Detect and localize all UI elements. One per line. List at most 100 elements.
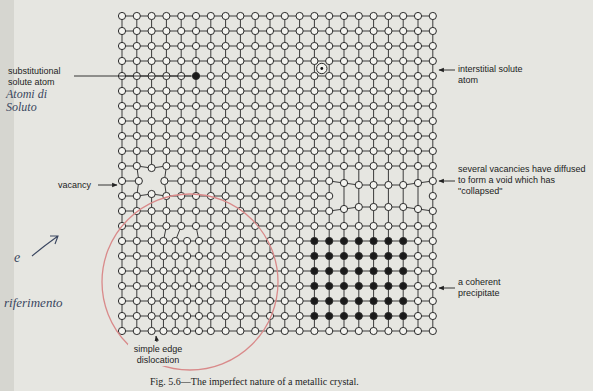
atom xyxy=(163,42,170,49)
atom xyxy=(133,147,140,154)
atom xyxy=(266,12,273,19)
atom xyxy=(385,27,392,34)
atom xyxy=(340,72,347,79)
atom xyxy=(385,162,392,169)
atom xyxy=(400,27,407,34)
atom xyxy=(192,102,199,109)
atom xyxy=(160,282,167,289)
leader-arrow xyxy=(439,181,455,182)
atom xyxy=(400,72,407,79)
atom xyxy=(340,147,347,154)
atom xyxy=(400,87,407,94)
atom xyxy=(252,27,259,34)
solute-atom xyxy=(400,312,407,319)
atom xyxy=(281,87,288,94)
atom xyxy=(222,27,229,34)
atom xyxy=(400,57,407,64)
atom xyxy=(207,207,214,214)
atom xyxy=(192,57,199,64)
atom xyxy=(281,102,288,109)
solute-atom xyxy=(311,312,318,319)
atom xyxy=(400,162,407,169)
atom xyxy=(311,42,318,49)
atom xyxy=(222,237,229,244)
atom xyxy=(118,12,125,19)
atom xyxy=(222,102,229,109)
atom xyxy=(400,117,407,124)
atom xyxy=(118,327,125,334)
atom xyxy=(429,252,436,259)
solute-atom xyxy=(340,297,347,304)
atom xyxy=(414,282,421,289)
atom xyxy=(118,57,125,64)
atom xyxy=(178,12,185,19)
atom xyxy=(429,102,436,109)
atom xyxy=(118,162,125,169)
atom xyxy=(266,162,273,169)
atom xyxy=(340,327,347,334)
atom xyxy=(118,282,125,289)
atom xyxy=(163,87,170,94)
atom xyxy=(118,267,125,274)
leader-arrow xyxy=(98,185,117,186)
atom xyxy=(281,192,288,199)
atom xyxy=(429,282,436,289)
leader-arrow xyxy=(439,70,455,71)
atom xyxy=(296,222,303,229)
atom xyxy=(178,102,185,109)
atom xyxy=(370,222,377,229)
atom xyxy=(311,132,318,139)
atom xyxy=(414,147,421,154)
atom xyxy=(237,72,244,79)
atom xyxy=(252,57,259,64)
atom xyxy=(414,327,421,334)
atom xyxy=(133,87,140,94)
atom xyxy=(195,327,202,334)
atom xyxy=(296,237,303,244)
atom xyxy=(222,117,229,124)
atom xyxy=(266,327,273,334)
atom xyxy=(355,57,362,64)
atom xyxy=(429,132,436,139)
defect-label: a coherent precipitate xyxy=(458,277,538,299)
atom xyxy=(414,57,421,64)
atom xyxy=(400,203,407,210)
atom xyxy=(192,207,199,214)
atom xyxy=(400,327,407,334)
atom xyxy=(252,327,259,334)
atom xyxy=(172,297,179,304)
atom xyxy=(429,117,436,124)
atom xyxy=(163,27,170,34)
atom xyxy=(195,297,202,304)
atom xyxy=(355,222,362,229)
atom xyxy=(385,327,392,334)
atom xyxy=(160,312,167,319)
atom xyxy=(207,237,214,244)
atom xyxy=(148,102,155,109)
atom xyxy=(281,132,288,139)
atom xyxy=(370,72,377,79)
atom xyxy=(340,42,347,49)
atom xyxy=(340,132,347,139)
atom xyxy=(355,132,362,139)
atom xyxy=(172,252,179,259)
atom xyxy=(237,252,244,259)
defect-label: substitutional solute atom xyxy=(8,66,78,88)
atom xyxy=(178,162,185,169)
atom xyxy=(400,42,407,49)
atom xyxy=(252,267,259,274)
solute-atom xyxy=(370,312,377,319)
atom xyxy=(148,237,155,244)
solute-atom xyxy=(385,312,392,319)
solute-atom xyxy=(355,237,362,244)
atom xyxy=(160,267,167,274)
atom xyxy=(266,222,273,229)
atom xyxy=(355,12,362,19)
atom xyxy=(118,132,125,139)
atom xyxy=(148,132,155,139)
atom xyxy=(178,132,185,139)
atom xyxy=(178,42,185,49)
atom xyxy=(252,42,259,49)
atom xyxy=(296,42,303,49)
